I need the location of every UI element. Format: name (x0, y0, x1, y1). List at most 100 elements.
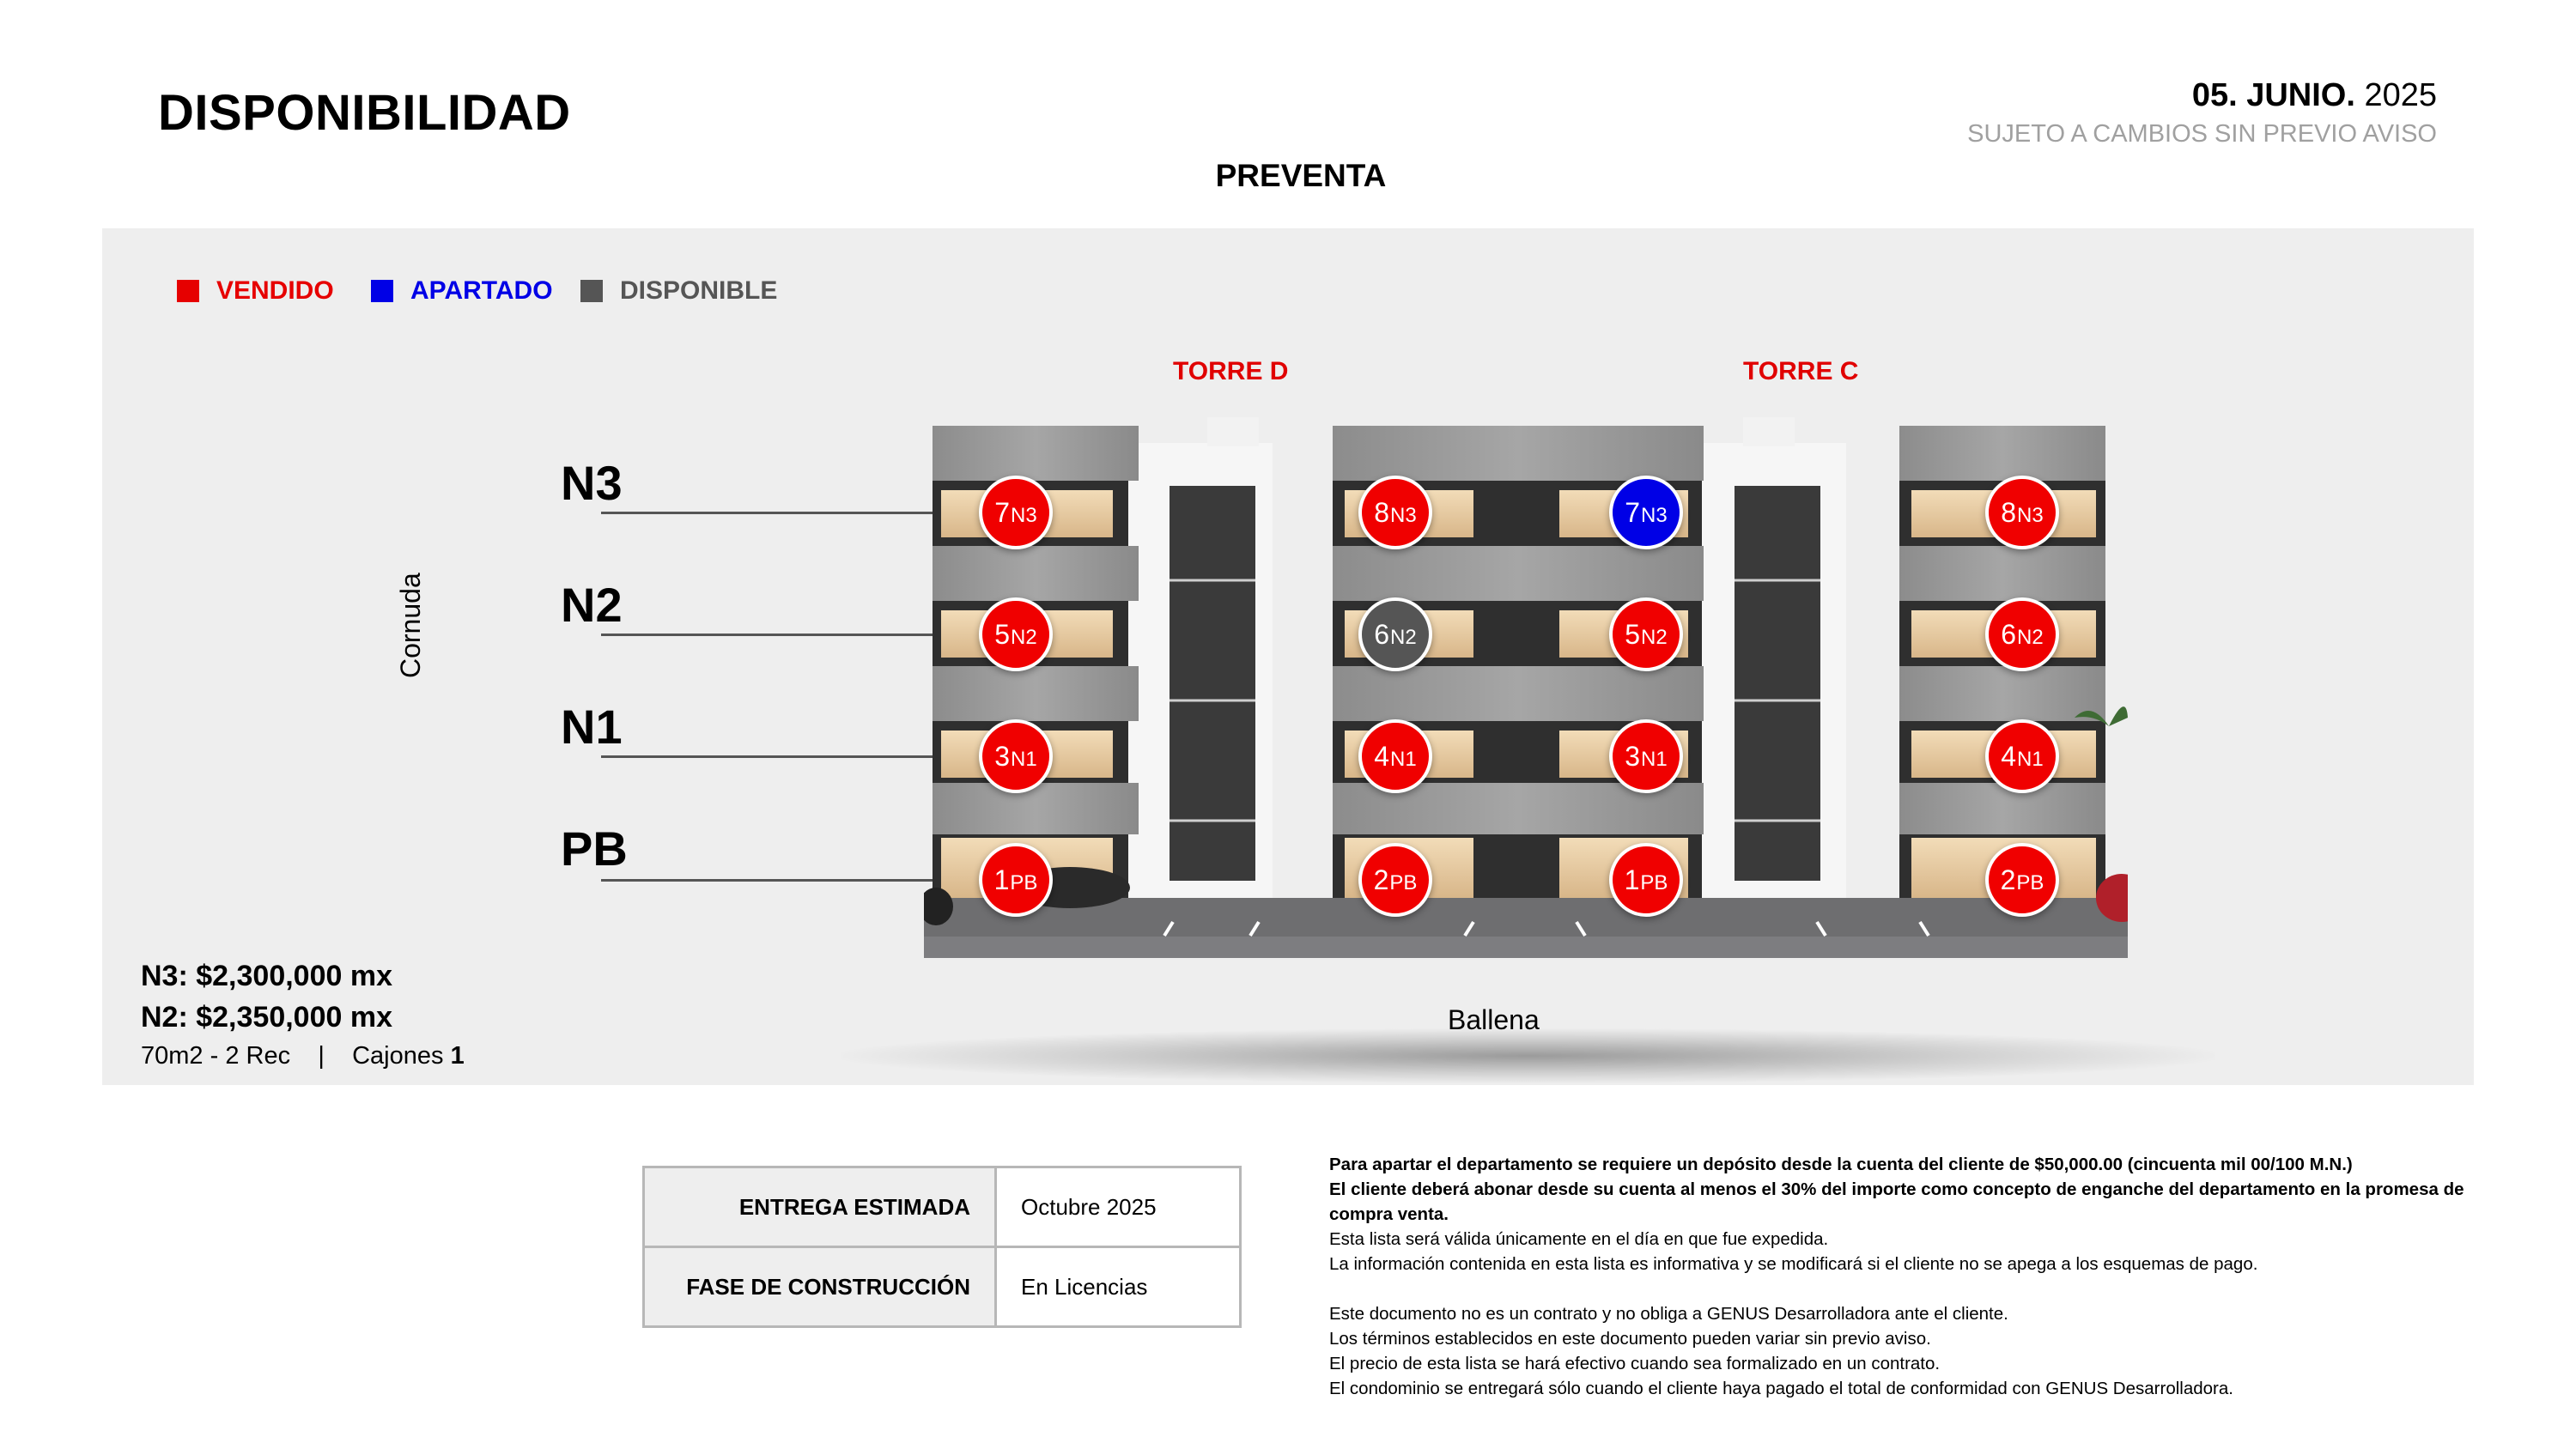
unit-number: 2 (1373, 864, 1389, 895)
legend-disponible: DISPONIBLE (580, 276, 777, 306)
entrega-label: ENTREGA ESTIMADA (642, 1166, 997, 1248)
unit-number: 1 (1624, 864, 1640, 895)
note-line: Este documento no es un contrato y no ob… (1329, 1304, 2008, 1324)
street-ballena: Ballena (1448, 1004, 1540, 1035)
legend-swatch-apartado (371, 280, 393, 302)
level-label-pb: PB (561, 822, 628, 876)
unit-level: PB (1389, 871, 1418, 894)
unit-level: N1 (1011, 748, 1037, 771)
fase-label: FASE DE CONSTRUCCIÓN (642, 1246, 997, 1328)
legend-swatch-disponible (580, 280, 603, 302)
unit-level: N2 (1011, 626, 1037, 649)
note-line: Los términos establecidos en este docume… (1329, 1329, 1931, 1349)
unit-number: 8 (1374, 496, 1390, 528)
specs-cajones-value: 1 (450, 1042, 465, 1070)
unit-level: N2 (2017, 626, 2044, 649)
unit-level: N3 (1390, 504, 1417, 527)
legend-swatch-vendido (177, 280, 199, 302)
specs-separator: | (318, 1042, 325, 1070)
note-enganche: El cliente deberá abonar desde su cuenta… (1329, 1179, 2464, 1224)
unit-number: 7 (994, 496, 1011, 528)
note-line: Esta lista será válida únicamente en el … (1329, 1229, 1829, 1249)
building-shadow (841, 1028, 2215, 1083)
level-line-pb (601, 879, 993, 882)
table-row: ENTREGA ESTIMADA Octubre 2025 (642, 1166, 1242, 1248)
unit-number: 5 (994, 618, 1011, 650)
unit-level: N2 (1390, 626, 1417, 649)
date-year: 2025 (2364, 77, 2437, 113)
level-label-n3: N3 (561, 456, 623, 510)
level-line-n2 (601, 634, 993, 636)
unit-number: 1 (993, 864, 1010, 895)
delivery-info-table: ENTREGA ESTIMADA Octubre 2025 FASE DE CO… (642, 1166, 1242, 1328)
level-label-n1: N1 (561, 700, 623, 754)
unit-level: N2 (1641, 626, 1668, 649)
table-row: FASE DE CONSTRUCCIÓN En Licencias (642, 1246, 1242, 1328)
unit-level: N3 (1641, 504, 1668, 527)
unit-level: PB (1010, 871, 1038, 894)
unit-number: 2 (2000, 864, 2016, 895)
unit-level: PB (1640, 871, 1668, 894)
unit-specs: 70m2 - 2 Rec | Cajones 1 (141, 1042, 465, 1070)
unit-number: 7 (1625, 496, 1641, 528)
legend-label-apartado: APARTADO (410, 276, 553, 305)
unit-number: 3 (1625, 740, 1641, 772)
level-line-n3 (601, 512, 993, 514)
unit-number: 5 (1625, 618, 1641, 650)
level-label-n2: N2 (561, 578, 623, 632)
legend-label-disponible: DISPONIBLE (620, 276, 778, 305)
preventa-label: PREVENTA (1215, 158, 1387, 193)
unit-level: PB (2016, 871, 2044, 894)
note-line: El precio de esta lista se hará efectivo… (1329, 1354, 1941, 1373)
disclaimer-top: SUJETO A CAMBIOS SIN PREVIO AVISO (1967, 120, 2437, 148)
unit-level: N1 (1641, 748, 1668, 771)
unit-number: 8 (2001, 496, 2017, 528)
unit-number: 6 (2001, 618, 2017, 650)
unit-level: N1 (2017, 748, 2044, 771)
date-label: 05. JUNIO. 2025 (2192, 77, 2437, 114)
note-line: El condominio se entregará sólo cuando e… (1329, 1379, 2233, 1398)
specs-cajones-label: Cajones (352, 1042, 444, 1070)
unit-number: 3 (994, 740, 1011, 772)
unit-number: 4 (2001, 740, 2017, 772)
unit-level: N3 (1011, 504, 1037, 527)
building-render (924, 417, 2128, 958)
legend-vendido: VENDIDO (177, 276, 334, 306)
street-cornuda: Cornuda (395, 573, 426, 678)
tower-c-label: TORRE C (1743, 357, 1859, 385)
date-bold: 05. JUNIO. (2191, 77, 2355, 113)
legend-label-vendido: VENDIDO (216, 276, 334, 305)
unit-number: 4 (1374, 740, 1390, 772)
terms-notes: Para apartar el departamento se requiere… (1329, 1152, 2480, 1401)
level-line-n1 (601, 755, 975, 758)
price-n3: N3: $2,300,000 mx (141, 960, 392, 992)
note-deposit: Para apartar el departamento se requiere… (1329, 1155, 2353, 1174)
page-title: DISPONIBILIDAD (158, 85, 571, 141)
unit-number: 6 (1374, 618, 1390, 650)
legend-apartado: APARTADO (371, 276, 553, 306)
fase-value: En Licencias (994, 1246, 1242, 1328)
unit-level: N1 (1390, 748, 1417, 771)
price-n2: N2: $2,350,000 mx (141, 1001, 392, 1034)
note-line: La información contenida en esta lista e… (1329, 1254, 2258, 1274)
entrega-value: Octubre 2025 (994, 1166, 1242, 1248)
tower-d-label: TORRE D (1173, 357, 1289, 385)
unit-level: N3 (2017, 504, 2044, 527)
specs-area: 70m2 - 2 Rec (141, 1042, 291, 1070)
